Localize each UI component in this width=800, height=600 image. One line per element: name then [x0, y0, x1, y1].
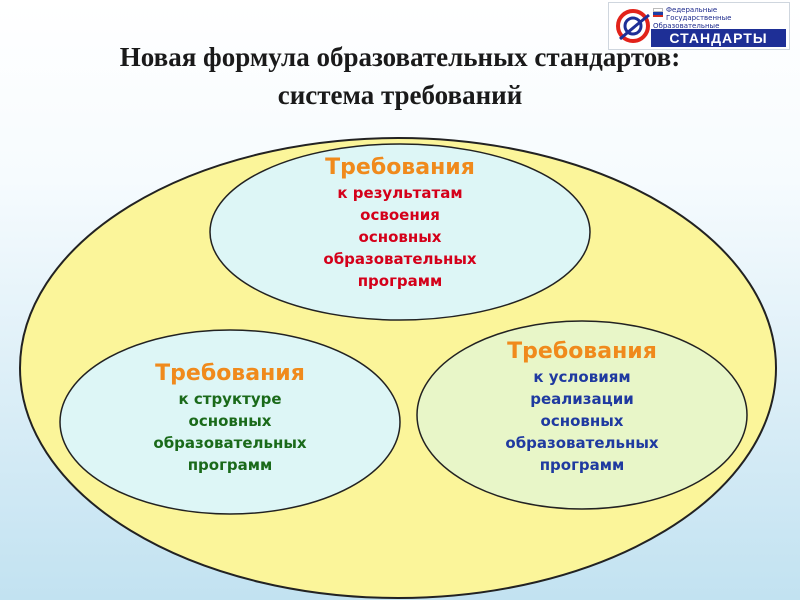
- node-conditions-heading: Требования: [507, 339, 657, 364]
- logo-brand: СТАНДАРТЫ: [651, 29, 786, 47]
- fgos-logo-icon: [616, 9, 650, 43]
- node-conditions-line: образовательных: [505, 434, 659, 452]
- node-structure-line: образовательных: [153, 434, 307, 452]
- ellipse-structure: [59, 329, 401, 515]
- logo-line-1: Федеральные: [666, 6, 718, 14]
- node-results: Требования к результатам освоения основн…: [250, 154, 550, 292]
- ellipse-conditions: [416, 320, 748, 510]
- fgos-logo: Федеральные Государственные Образователь…: [608, 2, 790, 50]
- node-conditions-line: к условиям: [533, 368, 631, 386]
- node-results-line: образовательных: [323, 250, 477, 268]
- node-results-line: программ: [357, 272, 443, 290]
- page-title-line-2: система требований: [277, 80, 523, 110]
- node-results-line: основных: [358, 228, 442, 246]
- node-conditions-line: основных: [540, 412, 624, 430]
- node-conditions: Требования к условиям реализации основны…: [432, 338, 732, 476]
- node-conditions-line: реализации: [530, 390, 634, 408]
- node-structure-line: программ: [187, 456, 273, 474]
- russian-flag-icon: [653, 8, 663, 17]
- page-title-line-1: Новая формула образовательных стандартов…: [119, 42, 681, 72]
- node-structure-heading: Требования: [155, 361, 305, 386]
- node-structure: Требования к структуре основных образова…: [80, 360, 380, 476]
- node-results-line: к результатам: [337, 184, 463, 202]
- node-results-heading: Требования: [325, 155, 475, 180]
- logo-line-2: Государственные: [666, 14, 732, 22]
- node-conditions-line: программ: [539, 456, 625, 474]
- logo-line-3: Образовательные: [653, 22, 720, 30]
- node-results-line: освоения: [360, 206, 440, 224]
- node-structure-line: основных: [188, 412, 272, 430]
- node-structure-line: к структуре: [178, 390, 282, 408]
- ellipse-results: [209, 143, 591, 321]
